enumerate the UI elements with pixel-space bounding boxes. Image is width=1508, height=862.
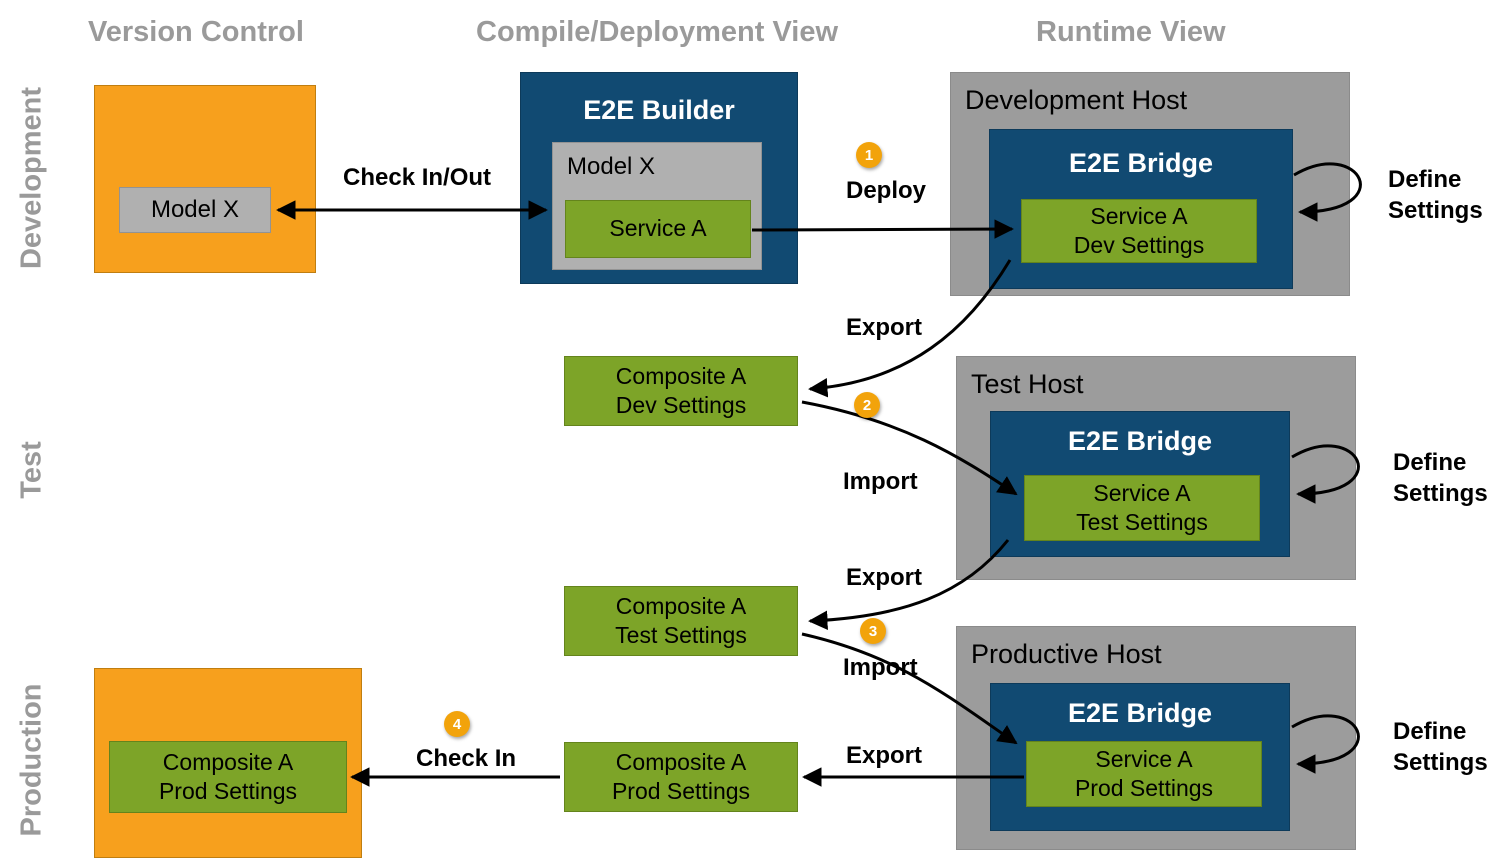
- composite-a-prod-line1: Composite A: [615, 748, 747, 775]
- version-control-prod-box: Composite A Prod Settings: [94, 668, 362, 858]
- composite-a-prod-settings-box: Composite A Prod Settings: [564, 742, 798, 812]
- development-host-title: Development Host: [965, 85, 1188, 115]
- composite-a-dev-line2: Dev Settings: [615, 392, 747, 418]
- row-label-development: Development: [15, 86, 48, 270]
- builder-service-a-label: Service A: [609, 215, 707, 242]
- prod-service-line1: Service A: [1095, 745, 1193, 772]
- productive-host-title: Productive Host: [971, 639, 1162, 669]
- composite-a-dev-settings-box: Composite A Dev Settings: [564, 356, 798, 426]
- row-label-production: Production: [15, 683, 48, 837]
- column-header-runtime: Runtime View: [1036, 16, 1226, 48]
- test-host-title: Test Host: [971, 369, 1084, 399]
- step-badge-3: 3: [860, 618, 886, 644]
- builder-model-x-box: Model X Service A: [552, 142, 762, 270]
- e2e-builder-box: E2E Builder Model X Service A: [520, 72, 798, 284]
- test-service-settings-box: Service A Test Settings: [1024, 475, 1260, 541]
- test-bridge-box: E2E Bridge Service A Test Settings: [990, 411, 1290, 557]
- composite-a-prod-line2: Prod Settings: [611, 778, 751, 804]
- prod-bridge-title: E2E Bridge: [1067, 698, 1213, 728]
- export-dev-label: Export: [846, 314, 923, 341]
- vc-composite-a-prod-line2: Prod Settings: [158, 778, 298, 804]
- row-label-test: Test: [15, 441, 48, 499]
- vc-model-x-label: Model X: [150, 196, 240, 223]
- check-in-label: Check In: [416, 745, 517, 772]
- check-in-out-label: Check In/Out: [343, 164, 492, 191]
- import-prod-label: Import: [843, 654, 918, 681]
- composite-a-dev-line1: Composite A: [615, 362, 747, 389]
- version-control-dev-box: Model X: [94, 85, 316, 273]
- step-badge-4: 4: [444, 711, 470, 737]
- vc-model-x-box: Model X: [119, 187, 271, 233]
- deploy-label: Deploy: [846, 177, 927, 204]
- vc-composite-a-prod-line1: Composite A: [162, 748, 294, 775]
- define-settings-prod-label: Define Settings: [1393, 718, 1488, 777]
- test-bridge-title: E2E Bridge: [1067, 426, 1213, 456]
- vc-composite-a-prod-box: Composite A Prod Settings: [109, 741, 347, 813]
- prod-service-line2: Prod Settings: [1074, 775, 1214, 801]
- productive-host-box: Productive Host E2E Bridge Service A Pro…: [956, 626, 1356, 850]
- dev-bridge-title: E2E Bridge: [1068, 148, 1214, 178]
- composite-a-test-settings-box: Composite A Test Settings: [564, 586, 798, 656]
- development-host-box: Development Host E2E Bridge Service A De…: [950, 72, 1350, 296]
- builder-service-a-box: Service A: [565, 200, 751, 258]
- composite-a-test-line2: Test Settings: [615, 622, 747, 648]
- dev-service-line2: Dev Settings: [1073, 232, 1205, 258]
- import-test-label: Import: [843, 468, 918, 495]
- step-badge-2: 2: [854, 392, 880, 418]
- export-test-label: Export: [846, 564, 923, 591]
- dev-bridge-box: E2E Bridge Service A Dev Settings: [989, 129, 1293, 289]
- define-settings-test-label: Define Settings: [1393, 449, 1488, 508]
- prod-service-settings-box: Service A Prod Settings: [1026, 741, 1262, 807]
- test-host-box: Test Host E2E Bridge Service A Test Sett…: [956, 356, 1356, 580]
- composite-a-test-line1: Composite A: [615, 592, 747, 619]
- dev-service-line1: Service A: [1090, 202, 1188, 229]
- test-service-line2: Test Settings: [1076, 509, 1208, 535]
- prod-bridge-box: E2E Bridge Service A Prod Settings: [990, 683, 1290, 831]
- export-prod-label: Export: [846, 742, 923, 769]
- step-badge-1: 1: [856, 142, 882, 168]
- e2e-builder-title: E2E Builder: [583, 95, 735, 125]
- dev-service-settings-box: Service A Dev Settings: [1021, 199, 1257, 263]
- define-settings-dev-label: Define Settings: [1388, 166, 1483, 225]
- builder-model-x-label: Model X: [567, 153, 656, 180]
- column-header-version-control: Version Control: [88, 16, 304, 48]
- column-header-compile-deployment: Compile/Deployment View: [476, 16, 839, 48]
- test-service-line1: Service A: [1093, 479, 1191, 506]
